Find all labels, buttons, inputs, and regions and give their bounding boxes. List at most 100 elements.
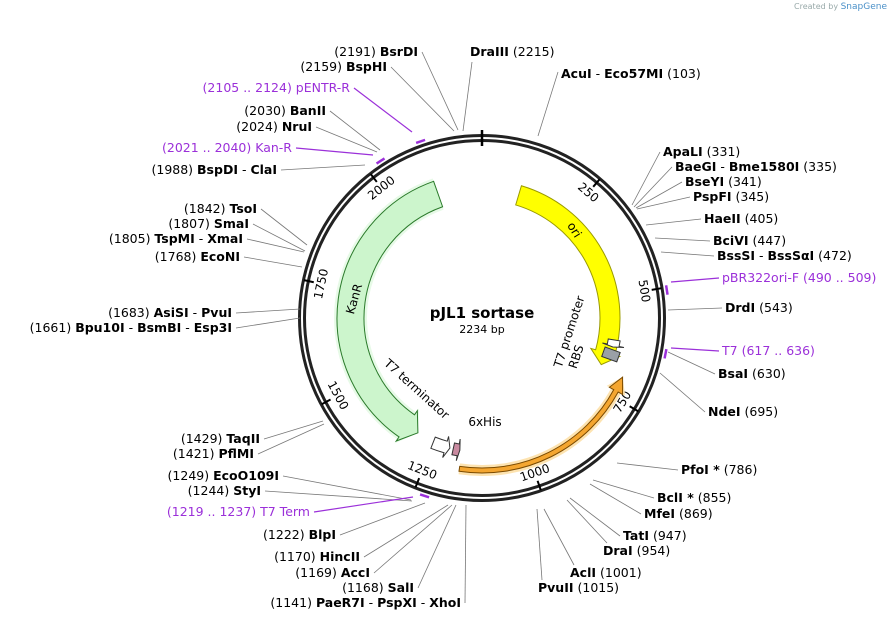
svg-text:(1805) TspMI - XmaI: (1805) TspMI - XmaI: [109, 231, 243, 246]
site-label-right-1[interactable]: ApaLI (331): [663, 144, 740, 159]
site-label-right-14[interactable]: BclI * (855): [657, 490, 731, 505]
site-label-right-8[interactable]: pBR322ori-F (490 .. 509): [722, 270, 876, 285]
svg-text:PfoI * (786): PfoI * (786): [681, 462, 757, 477]
leader-line-left-10: [246, 238, 305, 253]
tick-250: [592, 178, 601, 188]
site-label-right-15[interactable]: MfeI (869): [644, 506, 713, 521]
created-by-text: Created by: [794, 2, 839, 11]
site-label-left-9[interactable]: (1807) SmaI: [168, 216, 249, 231]
site-label-right-18[interactable]: AclI (1001): [570, 565, 642, 580]
svg-text:(1988) BspDI - ClaI: (1988) BspDI - ClaI: [151, 162, 277, 177]
leader-line-left-21: [373, 504, 453, 574]
site-label-right-11[interactable]: BsaI (630): [718, 366, 786, 381]
leader-line-right-14: [592, 479, 655, 499]
svg-text:(1219 .. 1237) T7 Term: (1219 .. 1237) T7 Term: [167, 504, 310, 519]
site-label-left-16[interactable]: (1249) EcoO109I: [168, 468, 279, 483]
site-label-left-20[interactable]: (1170) HincII: [274, 549, 360, 564]
site-label-right-4[interactable]: PspFI (345): [693, 189, 769, 204]
tick-750: [629, 405, 639, 413]
leader-line-right-12: [659, 372, 706, 413]
site-label-left-0[interactable]: (2191) BsrDI: [334, 44, 418, 59]
feature-t7-terminator: [430, 436, 451, 458]
site-label-right-16[interactable]: TatI (947): [623, 528, 687, 543]
leader-line-right-2: [633, 166, 673, 208]
svg-text:AclI (1001): AclI (1001): [570, 565, 642, 580]
site-label-right-10[interactable]: T7 (617 .. 636): [721, 343, 815, 358]
site-label-left-10[interactable]: (1805) TspMI - XmaI: [109, 231, 243, 246]
site-label-left-19[interactable]: (1222) BlpI: [263, 527, 336, 542]
site-label-left-17[interactable]: (1244) StyI: [188, 483, 261, 498]
svg-text:ApaLI (331): ApaLI (331): [663, 144, 740, 159]
site-label-left-21[interactable]: (1169) AccI: [295, 565, 370, 580]
site-label-left-13[interactable]: (1661) Bpu10I - BsmBI - Esp3I: [30, 320, 232, 335]
svg-text:(1421) PflMI: (1421) PflMI: [173, 446, 254, 461]
site-label-left-23[interactable]: (1141) PaeR7I - PspXI - XhoI: [270, 595, 461, 610]
svg-text:(1222) BlpI: (1222) BlpI: [263, 527, 336, 542]
leader-line-right-19: [536, 508, 543, 581]
leader-line-left-12: [235, 308, 301, 314]
site-label-left-11[interactable]: (1768) EcoNI: [155, 249, 240, 264]
svg-text:(1168) SalI: (1168) SalI: [342, 580, 414, 595]
leader-line-left-8: [260, 208, 308, 246]
site-label-right-7[interactable]: BssSI - BssSαI (472): [717, 248, 852, 263]
svg-text:(1807) SmaI: (1807) SmaI: [168, 216, 249, 231]
leader-line-left-23: [464, 504, 467, 604]
site-label-left-8[interactable]: (1842) TsoI: [184, 201, 257, 216]
site-label-left-5[interactable]: (2024) NruI: [236, 119, 312, 134]
site-label-right-17[interactable]: DraI (954): [603, 543, 670, 558]
site-label-right-13[interactable]: PfoI * (786): [681, 462, 757, 477]
svg-text:PvuII (1015): PvuII (1015): [538, 580, 619, 595]
site-label-right-6[interactable]: BciVI (447): [713, 233, 786, 248]
tick-label-2000: 2000: [365, 173, 398, 203]
leader-line-left-17: [264, 490, 413, 502]
site-label-left-3[interactable]: (2105 .. 2124) pENTR-R: [203, 80, 351, 95]
primer-mark-kan-r: [375, 157, 386, 165]
svg-text:(1842) TsoI: (1842) TsoI: [184, 201, 257, 216]
site-label-left-14[interactable]: (1429) TaqII: [181, 431, 260, 446]
leader-line-right-17: [566, 499, 608, 544]
site-label-right-9[interactable]: DrdI (543): [725, 300, 793, 315]
leader-line-left-22: [417, 504, 457, 589]
site-label-left-6[interactable]: (2021 .. 2040) Kan-R: [162, 140, 292, 155]
site-label-left-22[interactable]: (1168) SalI: [342, 580, 414, 595]
site-label-right-12[interactable]: NdeI (695): [708, 404, 778, 419]
leader-line-right-9: [667, 307, 723, 311]
site-label-left-2[interactable]: (2159) BspHI: [300, 59, 387, 74]
svg-text:(2159) BspHI: (2159) BspHI: [300, 59, 387, 74]
tick-1500: [321, 398, 332, 406]
svg-text:(2024) NruI: (2024) NruI: [236, 119, 312, 134]
leader-line-left-15: [257, 423, 325, 455]
site-label-right-3[interactable]: BseYI (341): [685, 174, 762, 189]
svg-text:BciVI (447): BciVI (447): [713, 233, 786, 248]
site-label-right-2[interactable]: BaeGI - Bme1580I (335): [675, 159, 837, 174]
svg-text:BseYI (341): BseYI (341): [685, 174, 762, 189]
leader-line-left-11: [243, 256, 303, 268]
plasmid-length: 2234 bp: [459, 323, 504, 336]
site-label-right-5[interactable]: HaeII (405): [704, 211, 778, 226]
leader-line-left-0: [421, 51, 459, 131]
snapgene-logo: SnapGene: [840, 2, 887, 12]
primer-mark-pentr-r: [415, 138, 426, 145]
leader-line-right-6: [654, 237, 711, 242]
site-label-left-1[interactable]: DraIII (2215): [470, 44, 554, 59]
svg-text:DrdI (543): DrdI (543): [725, 300, 793, 315]
site-label-right-19[interactable]: PvuII (1015): [538, 580, 619, 595]
site-label-left-18[interactable]: (1219 .. 1237) T7 Term: [167, 504, 310, 519]
site-label-right-0[interactable]: AcuI - Eco57MI (103): [561, 66, 701, 81]
leader-line-right-0: [537, 71, 559, 137]
feature-kanr: [336, 180, 444, 443]
svg-text:(2021 .. 2040) Kan-R: (2021 .. 2040) Kan-R: [162, 140, 292, 155]
primer-mark-t7term: [419, 493, 430, 499]
feature-label-6xhis: 6xHis: [468, 415, 501, 429]
svg-text:(1249) EcoO109I: (1249) EcoO109I: [168, 468, 279, 483]
svg-text:AcuI - Eco57MI (103): AcuI - Eco57MI (103): [561, 66, 701, 81]
site-label-left-15[interactable]: (1421) PflMI: [173, 446, 254, 461]
site-label-left-7[interactable]: (1988) BspDI - ClaI: [151, 162, 277, 177]
site-label-left-12[interactable]: (1683) AsiSI - PvuI: [108, 305, 232, 320]
leader-line-left-7: [280, 164, 366, 171]
site-label-left-4[interactable]: (2030) BanII: [244, 103, 326, 118]
leader-line-right-15: [589, 483, 642, 515]
plasmid-name: pJL1 sortase: [430, 304, 535, 322]
tick-1250: [414, 477, 421, 488]
